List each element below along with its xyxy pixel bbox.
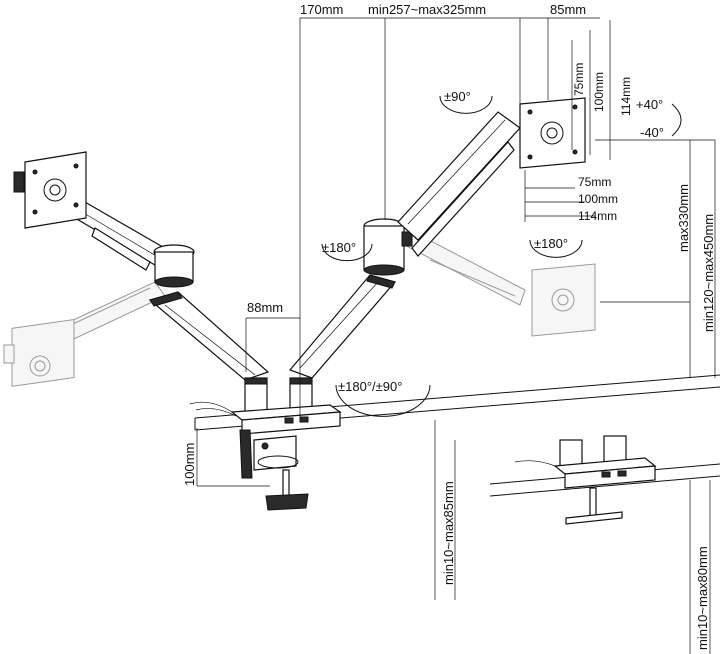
right-vesa-plate: [519, 97, 586, 169]
dim-rot-right: ±180°: [534, 236, 568, 251]
dim-top-right: 85mm: [550, 2, 586, 17]
right-lower-arm: [288, 274, 397, 379]
right-upper-arm: [397, 111, 521, 257]
desk-clamp: [239, 429, 309, 511]
dim-max-height: max330mm: [676, 184, 691, 252]
grommet-detail: [489, 435, 720, 525]
dim-top-left: 170mm: [300, 2, 343, 17]
dim-height-range: min120~max450mm: [701, 214, 716, 332]
ghost-left-arm: [3, 281, 166, 387]
left-vesa-plate: [13, 151, 87, 229]
left-elbow-joint: [153, 244, 195, 288]
left-lower-arm: [148, 291, 270, 381]
dim-clamp-height: 100mm: [182, 443, 197, 486]
right-elbow-joint: [363, 218, 413, 276]
dim-tilt-down: -40°: [640, 125, 664, 140]
rotation-arrows: [321, 95, 682, 417]
dim-rot-base: ±180°/±90°: [338, 379, 402, 394]
dim-clamp-desk: min10~max85mm: [441, 481, 456, 585]
dim-top-mid: min257~max325mm: [368, 2, 486, 17]
dim-tilt-up: +40°: [636, 97, 663, 112]
dim-pole-gap: 88mm: [247, 300, 283, 315]
dim-rot-left: ±180°: [322, 240, 356, 255]
dim-vesa-h1: 75mm: [578, 175, 611, 189]
dim-vesa-v2: 100mm: [592, 72, 606, 112]
dimension-lines: [196, 17, 716, 654]
dim-grommet-desk: min10~max80mm: [695, 546, 710, 650]
dim-vesa-h3: 114mm: [578, 209, 617, 223]
dim-vesa-h2: 100mm: [578, 192, 618, 206]
dim-vesa-v3: 114mm: [619, 77, 633, 116]
base-plate: [189, 401, 342, 435]
dim-rot-monitor: ±90°: [444, 89, 471, 104]
dim-vesa-v1: 75mm: [572, 63, 586, 96]
base-poles: [244, 377, 313, 415]
